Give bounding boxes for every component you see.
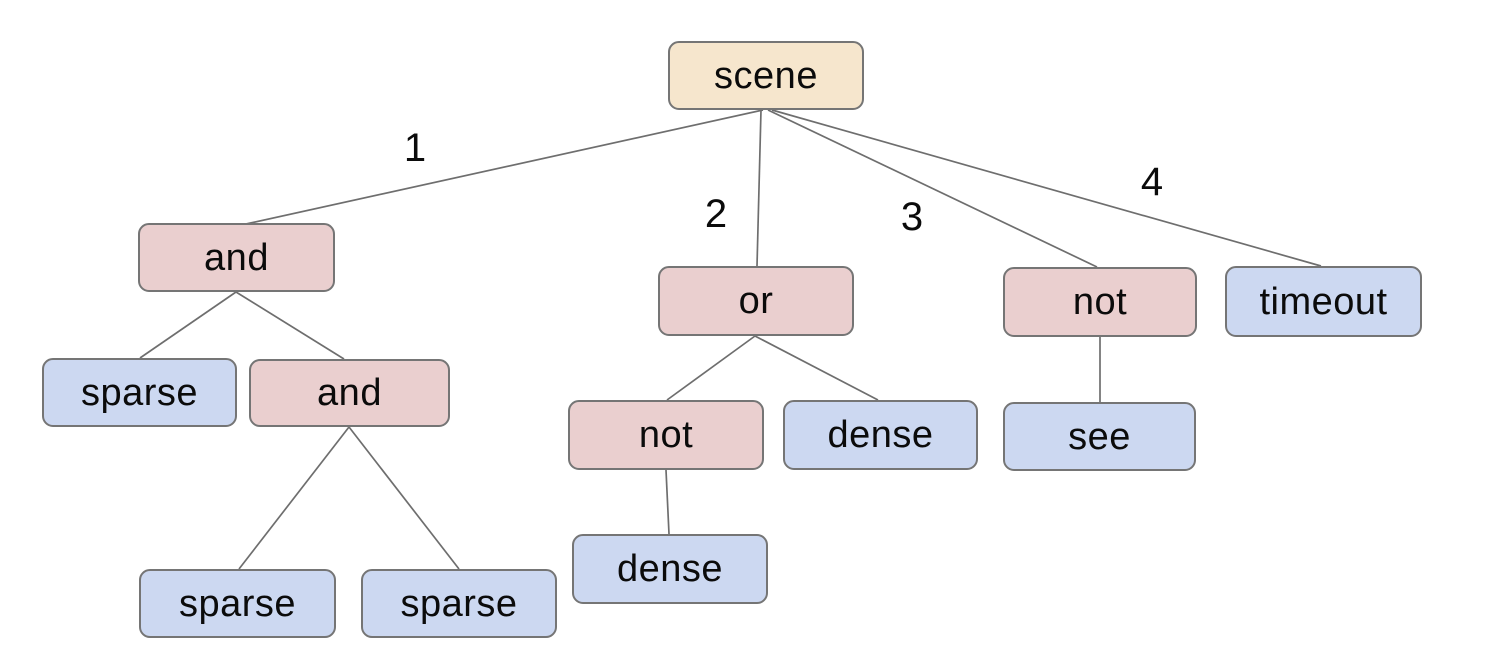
node-sparse-bottom-1: sparse (139, 569, 336, 638)
edge-not-2-to-dense-bottom (665, 469, 670, 535)
node-label: and (317, 372, 382, 414)
node-and-1: and (138, 223, 335, 292)
node-or: or (658, 266, 854, 336)
edge-and-2-to-sparse-bottom-1 (238, 426, 350, 570)
edge-and-2-to-sparse-bottom-2 (348, 426, 460, 570)
node-label: not (1072, 281, 1128, 323)
node-label: dense (827, 414, 934, 456)
edge-and-1-to-sparse-left (139, 291, 237, 359)
node-label: scene (714, 54, 818, 97)
node-see: see (1003, 402, 1196, 471)
node-label: sparse (80, 371, 199, 414)
edge-label-not-3: 3 (900, 195, 924, 239)
node-label: see (1068, 415, 1131, 458)
node-label: not (638, 414, 694, 456)
node-not-3: not (1003, 267, 1197, 337)
edge-and-1-to-and-2 (235, 291, 345, 360)
node-dense-right: dense (783, 400, 978, 470)
node-label: sparse (178, 582, 297, 625)
edge-or-to-not-2 (666, 335, 756, 401)
edge-scene-to-and-1 (245, 109, 764, 225)
node-label: sparse (400, 582, 518, 625)
edge-label-or: 2 (704, 192, 728, 236)
node-label: dense (616, 548, 724, 590)
node-label: or (738, 280, 774, 322)
node-label: timeout (1259, 280, 1388, 323)
node-sparse-bottom-2: sparse (361, 569, 557, 638)
edge-or-to-dense-right (754, 335, 879, 401)
node-sparse-left: sparse (42, 358, 237, 427)
node-timeout: timeout (1225, 266, 1422, 337)
edge-label-timeout: 4 (1140, 160, 1164, 204)
node-dense-bottom: dense (572, 534, 768, 604)
node-and-2: and (249, 359, 450, 427)
edge-scene-to-not-3 (767, 109, 1098, 268)
edge-scene-to-timeout (771, 109, 1322, 267)
edge-label-and-1: 1 (403, 126, 427, 170)
edge-scene-to-or (756, 109, 762, 267)
node-label: and (204, 236, 269, 279)
node-not-2: not (568, 400, 764, 470)
node-scene: scene (668, 41, 864, 110)
